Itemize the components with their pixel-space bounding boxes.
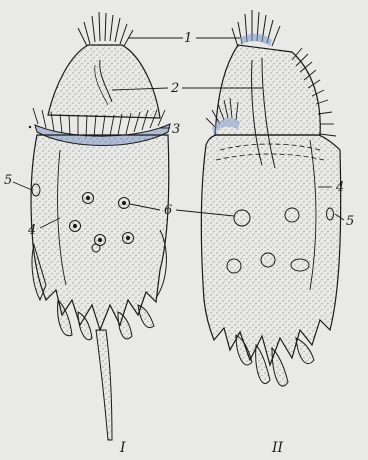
- callout-4-right: 4: [335, 180, 344, 195]
- specimen-label-1: I: [119, 440, 126, 456]
- specimen-1-body: [31, 135, 169, 330]
- callout-1: 1: [184, 31, 192, 46]
- callout-5-right: 5: [346, 214, 354, 229]
- callout-3: 3: [172, 122, 180, 137]
- specimen-1: [29, 12, 170, 440]
- callout-4-left: 4: [27, 223, 36, 238]
- callout-6: 6: [164, 203, 172, 218]
- specimen-2-apical-cilia: [232, 10, 280, 47]
- callout-5-left: 5: [4, 173, 12, 188]
- specimen-2-body: [201, 135, 340, 365]
- specimen-1-caudal-tail: [96, 330, 112, 440]
- callout-2: 2: [170, 81, 179, 96]
- specimen-2: [201, 10, 340, 386]
- specimen-1-apical-cilia: [78, 12, 133, 46]
- specimen-label-2: II: [271, 440, 284, 456]
